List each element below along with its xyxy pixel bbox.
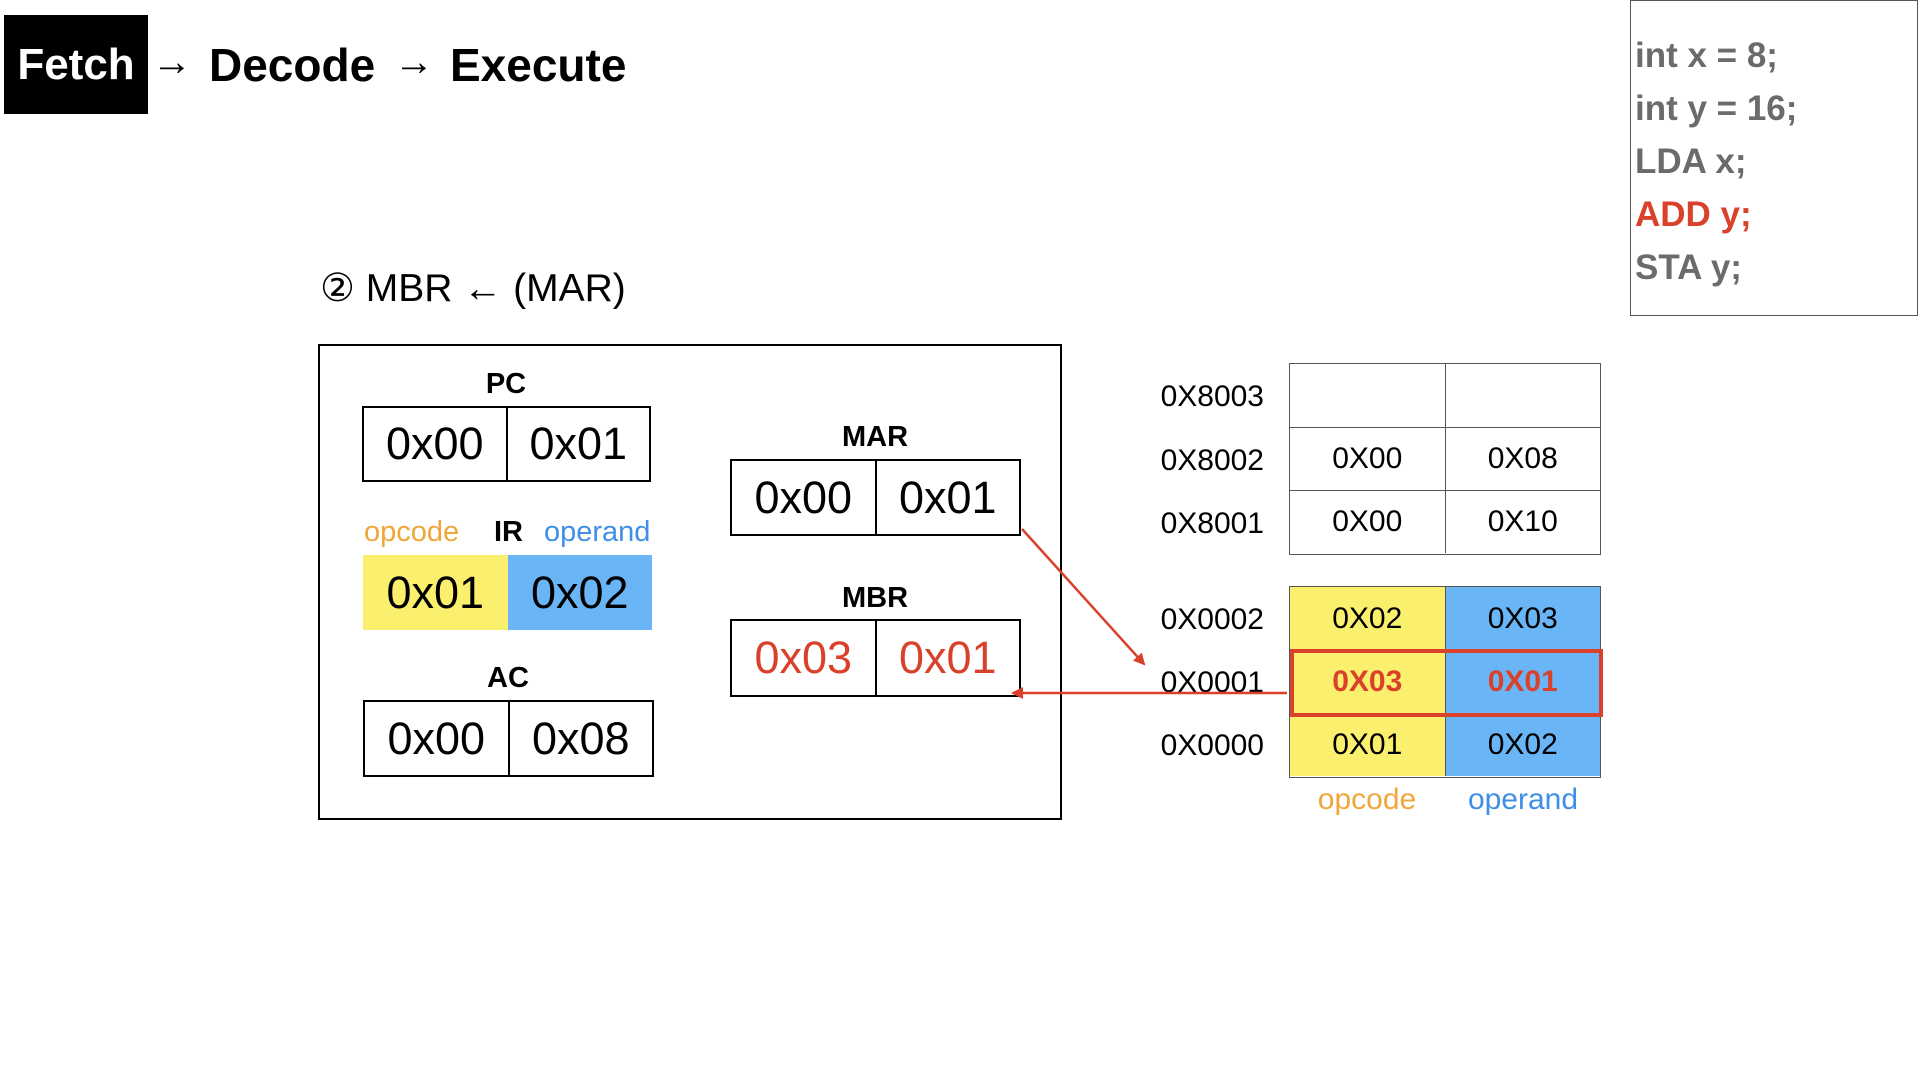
code-line: int x = 8; <box>1635 36 1778 75</box>
memory-row-selected: 0X03 0X01 <box>1290 650 1600 713</box>
memory-row <box>1290 364 1600 427</box>
memory-opcode-cell: 0X03 <box>1290 651 1445 713</box>
memory-row: 0X02 0X03 <box>1290 587 1600 650</box>
memory-row: 0X01 0X02 <box>1290 713 1600 776</box>
memory-row: 0X00 0X08 <box>1290 427 1600 490</box>
pc-low-byte: 0x01 <box>505 408 650 480</box>
ir-title: IR <box>494 516 523 548</box>
memory-operand-label: operand <box>1467 783 1579 816</box>
mar-title: MAR <box>841 421 909 453</box>
memory-code-segment: 0X02 0X03 0X03 0X01 0X01 0X02 <box>1289 586 1601 778</box>
mar-high-byte: 0x00 <box>754 471 853 523</box>
memory-address: 0X0002 <box>1160 603 1264 636</box>
decode-stage-label: Decode <box>209 39 376 91</box>
memory-row: 0X00 0X10 <box>1290 490 1600 553</box>
mbr-title: MBR <box>841 582 909 614</box>
pc-title: PC <box>485 368 527 400</box>
ac-register: 0x00 0x08 <box>363 700 654 777</box>
step-label: ② MBR ← (MAR) <box>320 267 626 310</box>
ir-register: 0x01 0x02 <box>363 555 652 630</box>
memory-operand-cell <box>1444 364 1601 427</box>
ir-operand-label: operand <box>544 516 651 548</box>
memory-address: 0X8001 <box>1160 507 1264 540</box>
mar-low-byte: 0x01 <box>874 461 1020 534</box>
memory-opcode-cell: 0X01 <box>1290 714 1445 776</box>
memory-address: 0X0000 <box>1160 729 1264 762</box>
fetch-stage-label: Fetch <box>4 15 148 114</box>
arrow-right-icon: → <box>152 40 192 84</box>
memory-opcode-cell: 0X00 <box>1332 442 1403 475</box>
memory-address: 0X8002 <box>1160 444 1264 477</box>
memory-data-segment: 0X00 0X08 0X00 0X10 <box>1289 363 1601 555</box>
mbr-high-byte: 0x03 <box>754 632 853 683</box>
memory-opcode-cell: 0X02 <box>1290 587 1445 650</box>
selected-row-highlight <box>1290 649 1603 717</box>
code-line: LDA x; <box>1635 142 1747 181</box>
ir-operand-byte: 0x02 <box>507 555 652 630</box>
memory-opcode-cell: 0X00 <box>1332 505 1403 538</box>
code-line: STA y; <box>1635 248 1742 287</box>
ac-high-byte: 0x00 <box>387 712 486 764</box>
arrow-right-icon: → <box>394 40 434 84</box>
code-line: int y = 16; <box>1635 89 1798 128</box>
memory-operand-cell: 0X02 <box>1444 714 1600 776</box>
ir-opcode-label: opcode <box>364 516 460 548</box>
mar-to-memory-arrow <box>1021 528 1146 666</box>
ac-low-byte: 0x08 <box>507 702 653 775</box>
code-line-current: ADD y; <box>1635 195 1752 234</box>
mbr-register: 0x03 0x01 <box>730 619 1021 697</box>
pc-high-byte: 0x00 <box>385 418 484 469</box>
ir-opcode-byte: 0x01 <box>363 555 508 630</box>
memory-operand-cell: 0X10 <box>1444 491 1601 553</box>
memory-operand-cell: 0X03 <box>1444 587 1600 650</box>
ac-title: AC <box>487 662 529 694</box>
code-listing: int x = 8; int y = 16; LDA x; ADD y; STA… <box>1630 0 1918 316</box>
pc-register: 0x00 0x01 <box>362 406 651 482</box>
memory-operand-cell: 0X08 <box>1444 428 1601 490</box>
memory-operand-cell: 0X01 <box>1444 651 1600 713</box>
cpu-box <box>318 344 1062 820</box>
mar-register: 0x00 0x01 <box>730 459 1021 536</box>
mbr-low-byte: 0x01 <box>874 621 1020 695</box>
memory-opcode-label: opcode <box>1317 783 1417 816</box>
execute-stage-label: Execute <box>450 39 627 91</box>
memory-address: 0X8003 <box>1160 380 1264 413</box>
